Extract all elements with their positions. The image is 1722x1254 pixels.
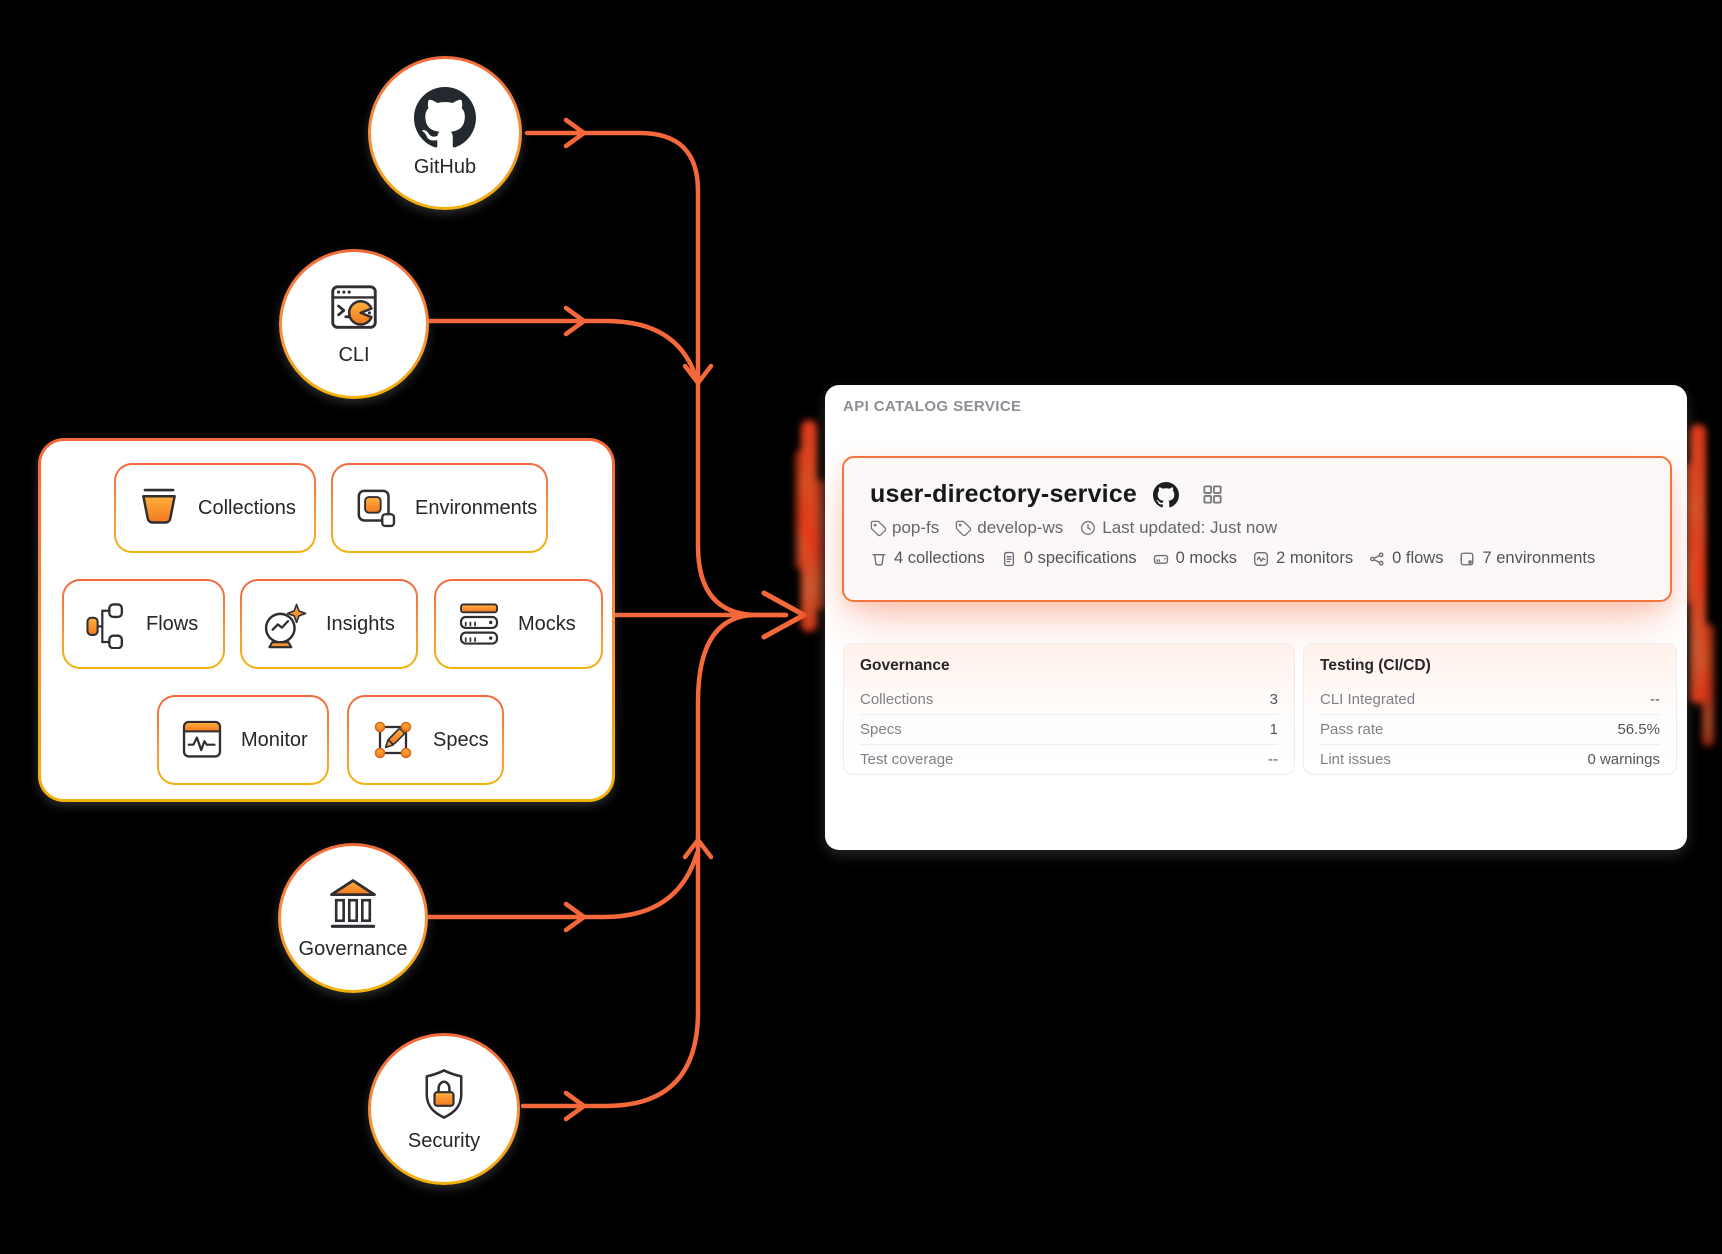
clock-icon bbox=[1079, 519, 1097, 537]
github-node-label: GitHub bbox=[413, 156, 477, 178]
panel-row: Collections 3 bbox=[860, 684, 1278, 714]
row-value: 56.5% bbox=[1617, 721, 1660, 738]
stat-label: 2 monitors bbox=[1276, 549, 1354, 567]
toolbox-item-specs[interactable]: Specs bbox=[347, 695, 504, 785]
security-node[interactable]: Security bbox=[368, 1033, 520, 1185]
row-label: CLI Integrated bbox=[1320, 690, 1416, 708]
service-card[interactable]: user-directory-service pop-fs bbox=[842, 456, 1672, 602]
insights-icon bbox=[260, 598, 312, 650]
row-label: Pass rate bbox=[1320, 721, 1384, 738]
grid-apps-icon bbox=[1201, 483, 1224, 506]
tag-badge: pop-fs bbox=[870, 518, 939, 538]
flows-share-icon bbox=[1368, 550, 1386, 568]
monitor-icon bbox=[177, 715, 227, 765]
row-value: -- bbox=[1650, 690, 1660, 708]
security-shield-lock-icon bbox=[415, 1065, 473, 1123]
security-node-label: Security bbox=[407, 1130, 481, 1152]
governance-node-label: Governance bbox=[298, 938, 408, 960]
stat-specifications: 0 specifications bbox=[1000, 549, 1137, 568]
stat-label: 0 specifications bbox=[1023, 549, 1137, 567]
row-value: 0 warnings bbox=[1587, 751, 1660, 768]
panel-row: Pass rate 56.5% bbox=[1320, 714, 1660, 744]
specifications-file-icon bbox=[1000, 550, 1018, 568]
toolbox-item-label: Specs bbox=[433, 728, 489, 751]
row-value: 1 bbox=[1269, 721, 1278, 738]
api-catalog-card: API CATALOG SERVICE user-directory-servi… bbox=[825, 385, 1687, 850]
governance-panel: Governance Collections 3 Specs 1 Test co… bbox=[843, 643, 1295, 775]
toolbox-item-environments[interactable]: Environments bbox=[331, 463, 548, 553]
github-node[interactable]: GitHub bbox=[368, 56, 522, 210]
stat-label: 7 environments bbox=[1482, 549, 1596, 567]
flows-icon bbox=[82, 599, 132, 649]
stat-label: 4 collections bbox=[894, 549, 985, 567]
tag-label: pop-fs bbox=[892, 518, 940, 537]
github-source-icon bbox=[1153, 481, 1180, 508]
toolbox-item-collections[interactable]: Collections bbox=[114, 463, 316, 553]
tag-badge: develop-ws bbox=[955, 518, 1063, 538]
last-updated-label: Last updated: Just now bbox=[1102, 518, 1278, 537]
row-value: -- bbox=[1268, 751, 1278, 768]
panel-row: CLI Integrated -- bbox=[1320, 684, 1660, 714]
row-value: 3 bbox=[1269, 690, 1278, 708]
stat-environments: 7 environments bbox=[1458, 549, 1595, 568]
panel-title: Testing (CI/CD) bbox=[1320, 657, 1431, 674]
stat-monitors: 2 monitors bbox=[1252, 549, 1353, 568]
toolbox-item-label: Monitor bbox=[241, 728, 308, 751]
mocks-icon bbox=[454, 599, 504, 649]
github-logo-icon bbox=[414, 87, 476, 149]
mocks-server-icon bbox=[1152, 550, 1170, 568]
testing-cicd-panel: Testing (CI/CD) CLI Integrated -- Pass r… bbox=[1303, 643, 1677, 775]
toolbox-item-label: Flows bbox=[146, 612, 199, 635]
collections-bucket-icon bbox=[870, 550, 888, 568]
panel-title: Governance bbox=[860, 657, 950, 674]
governance-bank-icon bbox=[323, 875, 383, 931]
stat-label: 0 mocks bbox=[1175, 549, 1238, 567]
collections-bucket-icon bbox=[134, 483, 184, 533]
toolbox-item-label: Mocks bbox=[518, 612, 576, 635]
toolbox-item-flows[interactable]: Flows bbox=[62, 579, 225, 669]
cli-node-label: CLI bbox=[338, 344, 370, 366]
panel-row: Test coverage -- bbox=[860, 744, 1278, 774]
toolbox-item-label: Collections bbox=[198, 496, 296, 519]
toolbox-item-label: Environments bbox=[415, 496, 538, 519]
toolbox-item-monitor[interactable]: Monitor bbox=[157, 695, 329, 785]
specs-icon bbox=[367, 714, 419, 766]
environments-icon bbox=[351, 483, 401, 533]
card-header-title: API CATALOG SERVICE bbox=[843, 398, 1022, 415]
panel-row: Specs 1 bbox=[860, 714, 1278, 744]
tag-icon bbox=[870, 520, 887, 537]
stat-flows: 0 flows bbox=[1368, 549, 1443, 568]
row-label: Lint issues bbox=[1320, 751, 1391, 768]
toolbox-panel: Collections Environments bbox=[38, 438, 615, 802]
service-name: user-directory-service bbox=[870, 480, 1138, 508]
last-updated: Last updated: Just now bbox=[1079, 518, 1277, 538]
cli-terminal-icon bbox=[323, 281, 385, 337]
row-label: Specs bbox=[860, 721, 902, 738]
tag-icon bbox=[955, 520, 972, 537]
toolbox-item-mocks[interactable]: Mocks bbox=[434, 579, 603, 669]
governance-node[interactable]: Governance bbox=[278, 843, 428, 993]
cli-node[interactable]: CLI bbox=[279, 249, 429, 399]
row-label: Collections bbox=[860, 690, 934, 708]
environments-frame-icon bbox=[1458, 550, 1476, 568]
panel-row: Lint issues 0 warnings bbox=[1320, 744, 1660, 774]
toolbox-item-insights[interactable]: Insights bbox=[240, 579, 418, 669]
row-label: Test coverage bbox=[860, 751, 954, 768]
toolbox-item-label: Insights bbox=[326, 612, 395, 635]
tag-label: develop-ws bbox=[977, 518, 1064, 537]
stat-collections: 4 collections bbox=[870, 549, 985, 568]
monitors-activity-icon bbox=[1252, 550, 1270, 568]
stat-mocks: 0 mocks bbox=[1152, 549, 1237, 568]
stat-label: 0 flows bbox=[1392, 549, 1444, 567]
